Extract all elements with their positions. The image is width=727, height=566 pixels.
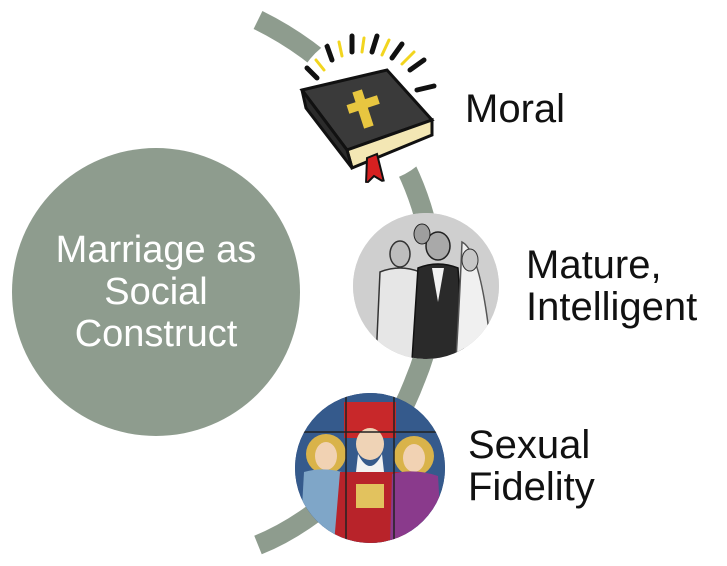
node-label-moral: Moral [465, 88, 565, 130]
node-label-line2: Fidelity [468, 465, 595, 509]
stained-glass-wedding-icon [295, 393, 445, 543]
center-circle: Marriage as Social Construct [12, 148, 300, 436]
node-label-line2: Intelligent [526, 285, 698, 329]
node-label-mature: Mature, Intelligent [526, 244, 697, 328]
bible-icon [293, 31, 445, 183]
node-label-sexual-fidelity: Sexual Fidelity [468, 424, 595, 508]
node-label-line1: Moral [465, 87, 566, 131]
node-label-line1: Sexual [468, 423, 591, 467]
wedding-engraving-icon [353, 213, 499, 359]
center-label: Marriage as Social Construct [55, 229, 257, 355]
node-label-line1: Mature, [526, 243, 662, 287]
